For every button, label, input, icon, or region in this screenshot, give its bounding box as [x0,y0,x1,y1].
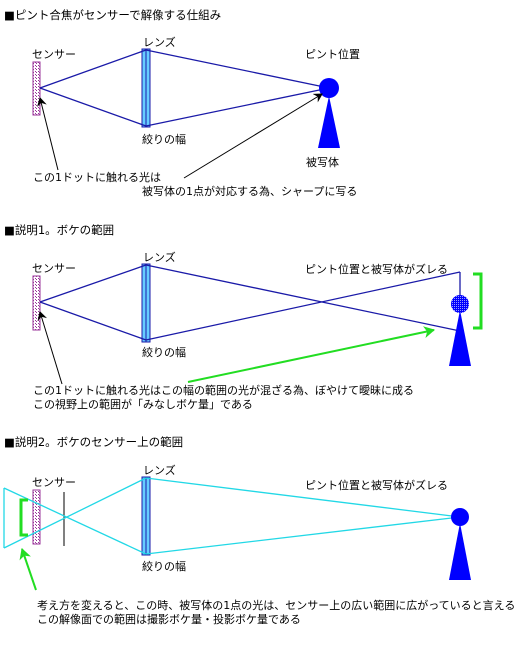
section-3-heading: ■説明2。ボケのセンサー上の範囲 [4,435,183,449]
note-1-line-1: この1ドットに触れる光は [33,170,161,184]
annotation-arrow-sensor-1 [37,97,59,171]
annotation-arrow-green-2 [187,326,435,383]
sensor-2 [32,275,41,331]
note-2-line-1: この1ドットに触れる光はこの幅の範囲の光が混ざる為、ぼやけて曖昧に成る [33,383,414,397]
subject-head-1 [319,78,339,98]
sensor-label-2: センサー [32,262,76,275]
note-2-line-2: この視野上の範囲が「みなしボケ量」である [33,397,253,411]
subject-head-2 [451,295,469,313]
annotation-arrow-green-3 [19,548,37,591]
sensor-label-3: センサー [32,476,76,489]
lens-label-2: レンズ [143,250,176,264]
annotation-arrow-subject-1 [183,93,323,179]
aperture-label-2: 絞りの幅 [142,345,186,359]
aperture-label-3: 絞りの幅 [142,559,186,573]
lens-label-3: レンズ [143,463,176,477]
rays-2 [39,264,461,341]
aperture-label-1: 絞りの幅 [142,132,186,146]
sensor-3 [32,489,41,545]
blur-range-bracket-2 [473,272,483,330]
section-2-heading: ■説明1。ボケの範囲 [4,223,114,237]
sensor-1 [32,61,41,116]
shift-label-3: ピント位置と被写体がズレる [305,478,448,492]
focus-label-1: ピント位置 [305,47,360,61]
section-2: ■説明1。ボケの範囲 センサー レンズ 絞りの幅 ピント位置と被写体がズレる こ… [4,223,483,411]
annotation-arrow-sensor-2 [37,311,63,385]
subject-head-3 [451,508,469,526]
subject-body-3 [449,523,471,580]
lens-label-1: レンズ [143,35,176,49]
blur-range-bracket-3 [19,498,28,537]
note-1-line-2: 被写体の1点が対応する為、シャープに写る [142,184,357,198]
shift-label-2: ピント位置と被写体がズレる [305,262,448,276]
subject-body-2 [449,310,471,366]
section-1-heading: ■ピント合焦がセンサーで解像する仕組み [4,8,221,22]
rays-1 [39,49,330,127]
section-1: ■ピント合焦がセンサーで解像する仕組み センサー レンズ 絞りの幅 ピント位置 … [4,8,360,198]
sensor-label-1: センサー [32,48,76,61]
note-3-line-2: この解像面での範囲は撮影ボケ量・投影ボケ量である [37,612,301,626]
note-3-line-1: 考え方を変えると、この時、被写体の1点の光は、センサー上の広い範囲に広がっている… [37,598,515,612]
subject-label-1: 被写体 [306,155,339,169]
subject-body-1 [318,96,340,148]
section-3: ■説明2。ボケのセンサー上の範囲 センサー レンズ 絞りの幅 ピント位置と被写体… [3,435,515,626]
